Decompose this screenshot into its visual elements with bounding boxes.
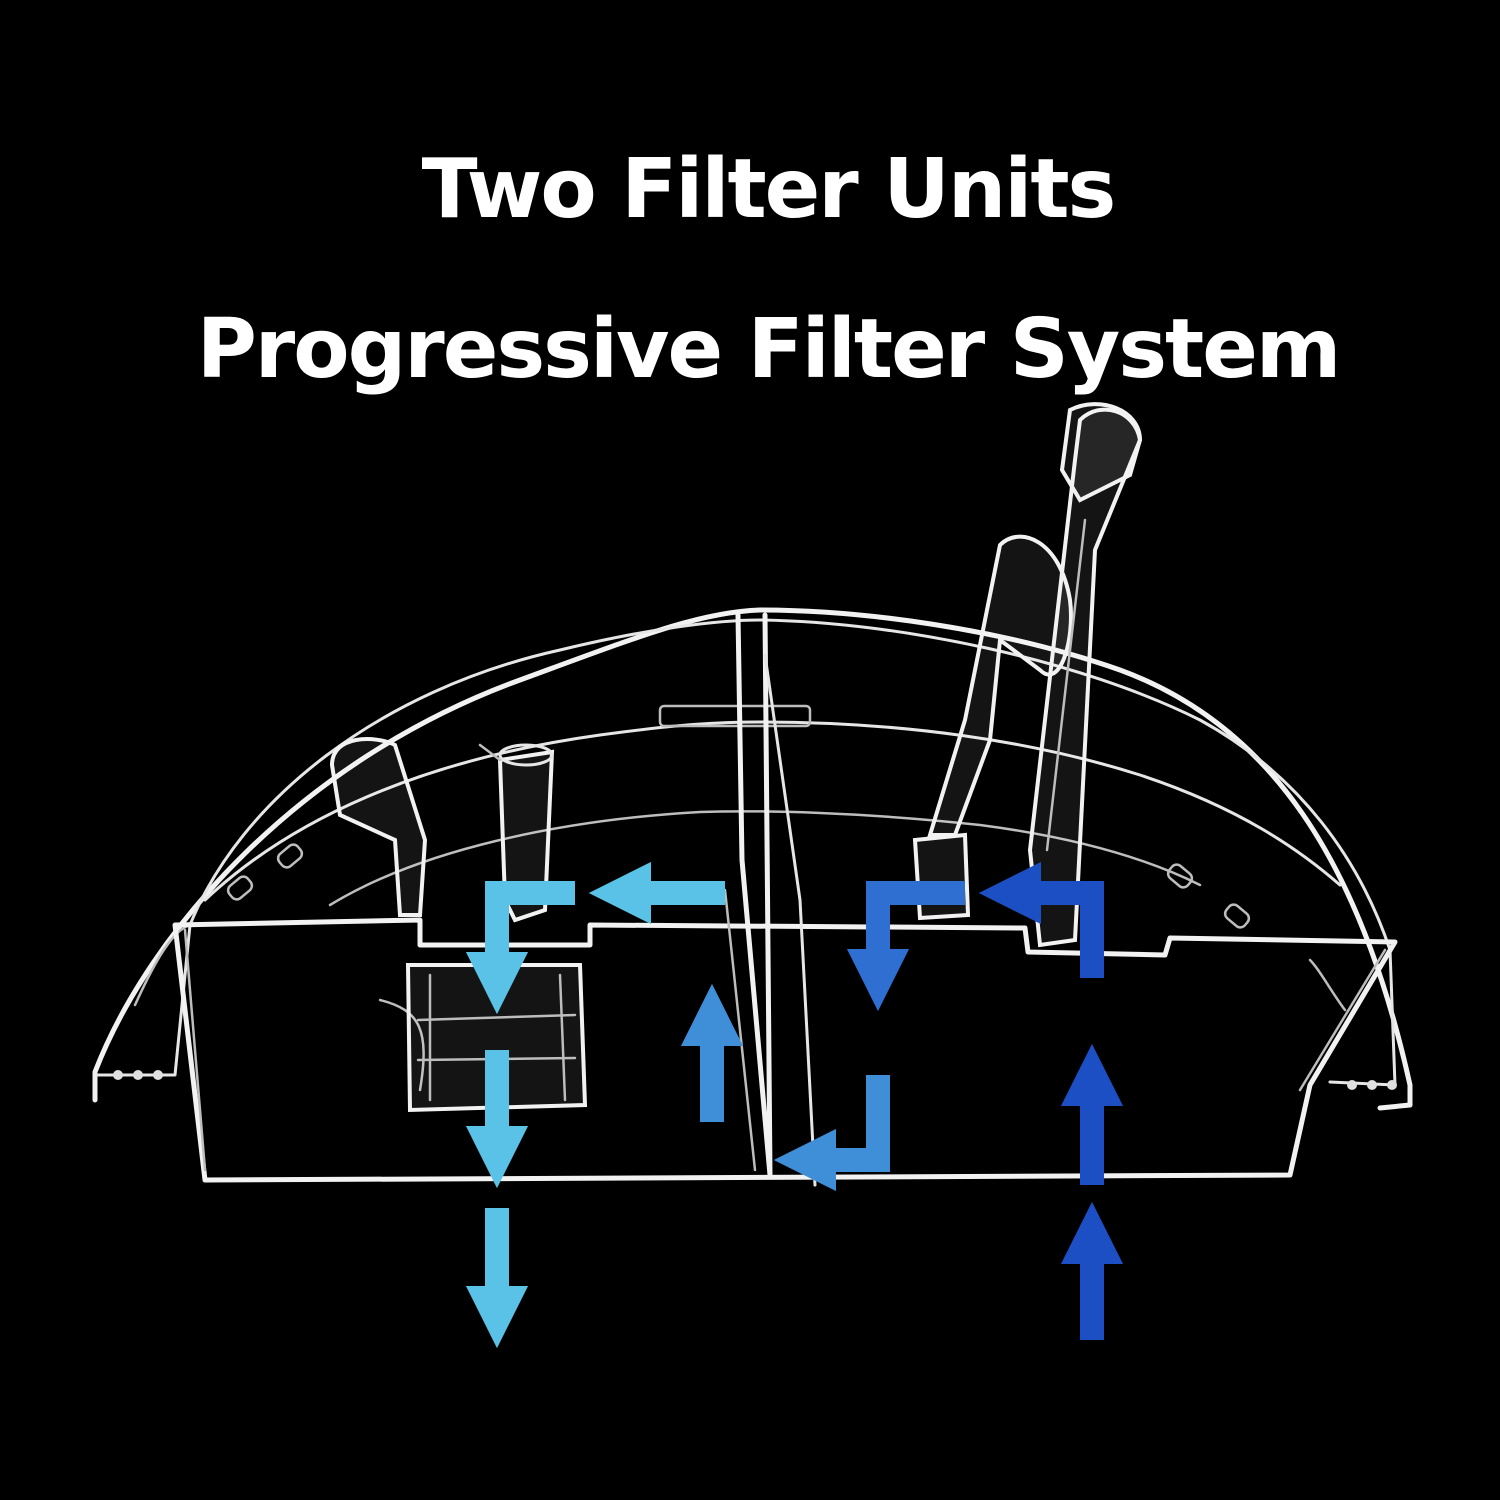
left-pipes xyxy=(329,737,555,923)
title-line-1: Two Filter Units xyxy=(421,142,1117,237)
inner-rims xyxy=(203,704,1342,1092)
flow-arrows xyxy=(465,861,1124,1349)
center-divider xyxy=(723,612,817,1187)
title-line-2: Progressive Filter System xyxy=(196,302,1342,397)
filter-box-body xyxy=(172,917,1398,1183)
filter-box-shell xyxy=(92,607,1413,1111)
elbow-arrow-icon xyxy=(773,1075,890,1192)
elbow-arrow-icon xyxy=(846,881,965,1012)
elbow-arrow-icon xyxy=(978,861,1104,978)
right-pipes xyxy=(912,402,1143,948)
elbow-arrow-icon xyxy=(465,881,575,1015)
